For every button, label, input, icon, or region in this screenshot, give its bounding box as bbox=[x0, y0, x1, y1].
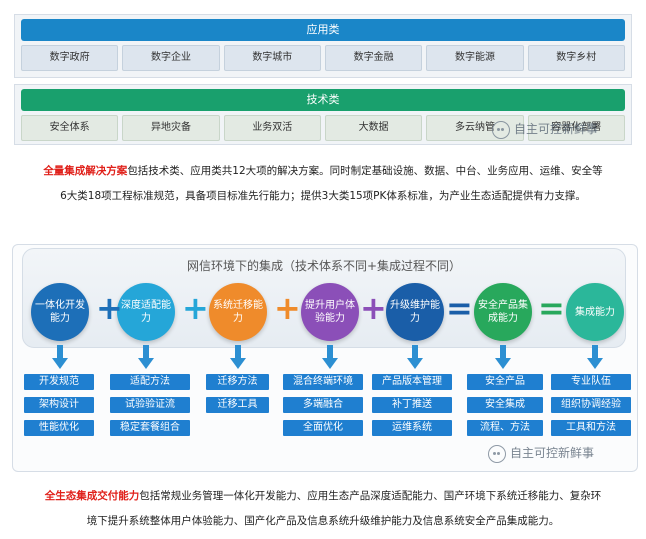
capability-task: 稳定套餐组合 bbox=[110, 420, 190, 436]
arrow-down-icon bbox=[407, 345, 423, 370]
capability-task: 迁移工具 bbox=[206, 397, 269, 413]
arrow-down-icon bbox=[322, 345, 338, 370]
paragraph-ecosystem-delivery: 全生态集成交付能力包括常规业务管理一体化开发能力、应用生态产品深度适配能力、国产… bbox=[4, 484, 642, 534]
application-category-panel: 应用类 数字政府 数字企业 数字城市 数字金融 数字能源 数字乡村 bbox=[14, 14, 632, 78]
capability-task: 适配方法 bbox=[110, 374, 190, 390]
application-item: 数字城市 bbox=[223, 45, 321, 71]
banner-title: 网信环境下的集成（技术体系不同+集成过程不同） bbox=[186, 259, 462, 273]
technology-item: 安全体系 bbox=[21, 115, 119, 141]
watermark-text: 自主可控新鲜事 bbox=[510, 446, 595, 460]
paragraph-line: 境下提升系统整体用户体验能力、国产化产品及信息系统升级维护能力及信息系统安全产品… bbox=[86, 515, 560, 527]
plus-operator: + bbox=[360, 289, 387, 327]
application-item: 数字金融 bbox=[324, 45, 423, 71]
application-items: 数字政府 数字企业 数字城市 数字金融 数字能源 数字乡村 bbox=[21, 45, 625, 71]
capability-circle: 一体化开发能力 bbox=[31, 283, 89, 341]
arrow-down-icon bbox=[587, 345, 603, 370]
capability-circle: 安全产品集成能力 bbox=[474, 283, 532, 341]
paragraph-integration-solution: 全量集成解决方案包括技术类、应用类共12大项的解决方案。同时制定基础设施、数据、… bbox=[4, 159, 642, 209]
capability-circle: 深度适配能力 bbox=[117, 283, 175, 341]
capability-task: 组织协调经验 bbox=[551, 397, 631, 413]
paragraph-line: 全生态集成交付能力包括常规业务管理一体化开发能力、应用生态产品深度适配能力、国产… bbox=[4, 484, 642, 509]
equals-operator: = bbox=[446, 289, 473, 327]
body-text: 包括常规业务管理一体化开发能力、应用生态产品深度适配能力、国产环境下系统迁移能力… bbox=[139, 490, 602, 502]
wechat-icon bbox=[492, 120, 510, 139]
capability-task: 运维系统 bbox=[372, 420, 452, 436]
application-category-title: 应用类 bbox=[21, 19, 625, 41]
capability-circle: 升级维护能力 bbox=[386, 283, 444, 341]
capability-task: 安全集成 bbox=[467, 397, 543, 413]
application-item: 数字能源 bbox=[426, 45, 524, 71]
technology-category-panel: 技术类 安全体系 异地灾备 业务双活 大数据 多云纳管 容器化部署 bbox=[14, 84, 632, 145]
capability-circle: 系统迁移能力 bbox=[209, 283, 267, 341]
watermark-text: 自主可控新鲜事 bbox=[514, 122, 599, 136]
capability-circle: 提升用户体验能力 bbox=[301, 283, 359, 341]
watermark: 自主可控新鲜事 bbox=[488, 444, 594, 463]
application-item: 数字乡村 bbox=[527, 45, 625, 71]
paragraph-line: 全量集成解决方案包括技术类、应用类共12大项的解决方案。同时制定基础设施、数据、… bbox=[4, 159, 642, 184]
capability-task: 性能优化 bbox=[24, 420, 94, 436]
capability-circle: 集成能力 bbox=[566, 283, 624, 341]
technology-category-title: 技术类 bbox=[21, 89, 625, 111]
arrow-down-icon bbox=[495, 345, 511, 370]
wechat-icon bbox=[488, 444, 506, 463]
highlight-text: 全生态集成交付能力 bbox=[44, 490, 140, 502]
capability-task: 专业队伍 bbox=[551, 374, 631, 390]
capability-task: 多端融合 bbox=[283, 397, 363, 413]
capability-task: 流程、方法 bbox=[467, 420, 543, 436]
capability-task: 工具和方法 bbox=[551, 420, 631, 436]
capability-task: 安全产品 bbox=[467, 374, 543, 390]
body-text: 包括技术类、应用类共12大项的解决方案。同时制定基础设施、数据、中台、业务应用、… bbox=[127, 165, 603, 177]
arrow-down-icon bbox=[52, 345, 68, 370]
technology-item: 业务双活 bbox=[223, 115, 321, 141]
capability-task: 全面优化 bbox=[283, 420, 363, 436]
technology-item: 大数据 bbox=[324, 115, 423, 141]
capability-task: 产品版本管理 bbox=[372, 374, 452, 390]
capability-task: 补丁推送 bbox=[372, 397, 452, 413]
arrow-down-icon bbox=[230, 345, 246, 370]
highlight-text: 全量集成解决方案 bbox=[43, 165, 128, 177]
watermark: 自主可控新鲜事 bbox=[492, 120, 598, 139]
plus-operator: + bbox=[96, 289, 123, 327]
technology-item: 异地灾备 bbox=[122, 115, 220, 141]
capability-task: 开发规范 bbox=[24, 374, 94, 390]
capability-task: 迁移方法 bbox=[206, 374, 269, 390]
capability-task: 架构设计 bbox=[24, 397, 94, 413]
equals-operator: = bbox=[538, 289, 565, 327]
technology-item: 容器化部署 bbox=[527, 115, 625, 141]
capability-task: 试验验证流 bbox=[110, 397, 190, 413]
capability-task: 混合终端环境 bbox=[283, 374, 363, 390]
application-item: 数字政府 bbox=[21, 45, 119, 71]
paragraph-line: 6大类18项工程标准规范，具备项目标准先行能力；提供3大类15项PK体系标准，为… bbox=[60, 190, 586, 202]
plus-operator: + bbox=[182, 289, 209, 327]
arrow-down-icon bbox=[138, 345, 154, 370]
plus-operator: + bbox=[274, 289, 301, 327]
application-item: 数字企业 bbox=[122, 45, 220, 71]
